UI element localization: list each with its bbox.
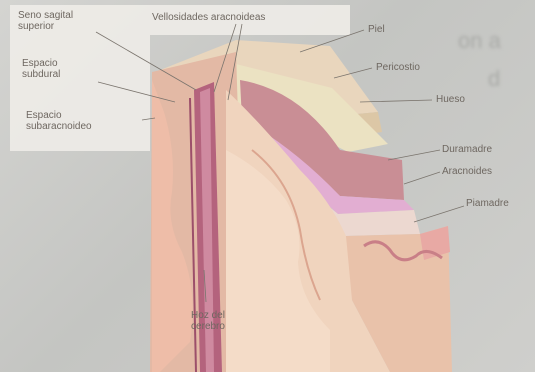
label-espacio-subdural: Espacio subdural	[22, 58, 82, 80]
leader-duramadre	[388, 150, 440, 160]
label-vellosidades: Vellosidades aracnoideas	[152, 12, 265, 23]
label-aracnoides: Aracnoides	[442, 166, 492, 177]
leader-hueso	[360, 100, 432, 102]
label-piamadre: Piamadre	[466, 198, 509, 209]
leader-piamadre	[414, 206, 464, 222]
label-duramadre: Duramadre	[442, 144, 492, 155]
label-hueso: Hueso	[436, 94, 465, 105]
label-piel: Piel	[368, 24, 385, 35]
label-espacio-subaracnoideo: Espacio subaracnoideo	[26, 110, 126, 132]
label-pericostio: Pericostio	[376, 62, 420, 73]
label-seno-sagital: Seno sagital superior	[18, 10, 90, 32]
label-hoz-del-cerebro: Hoz del cerebro	[180, 310, 236, 332]
leader-aracnoides	[404, 172, 440, 184]
